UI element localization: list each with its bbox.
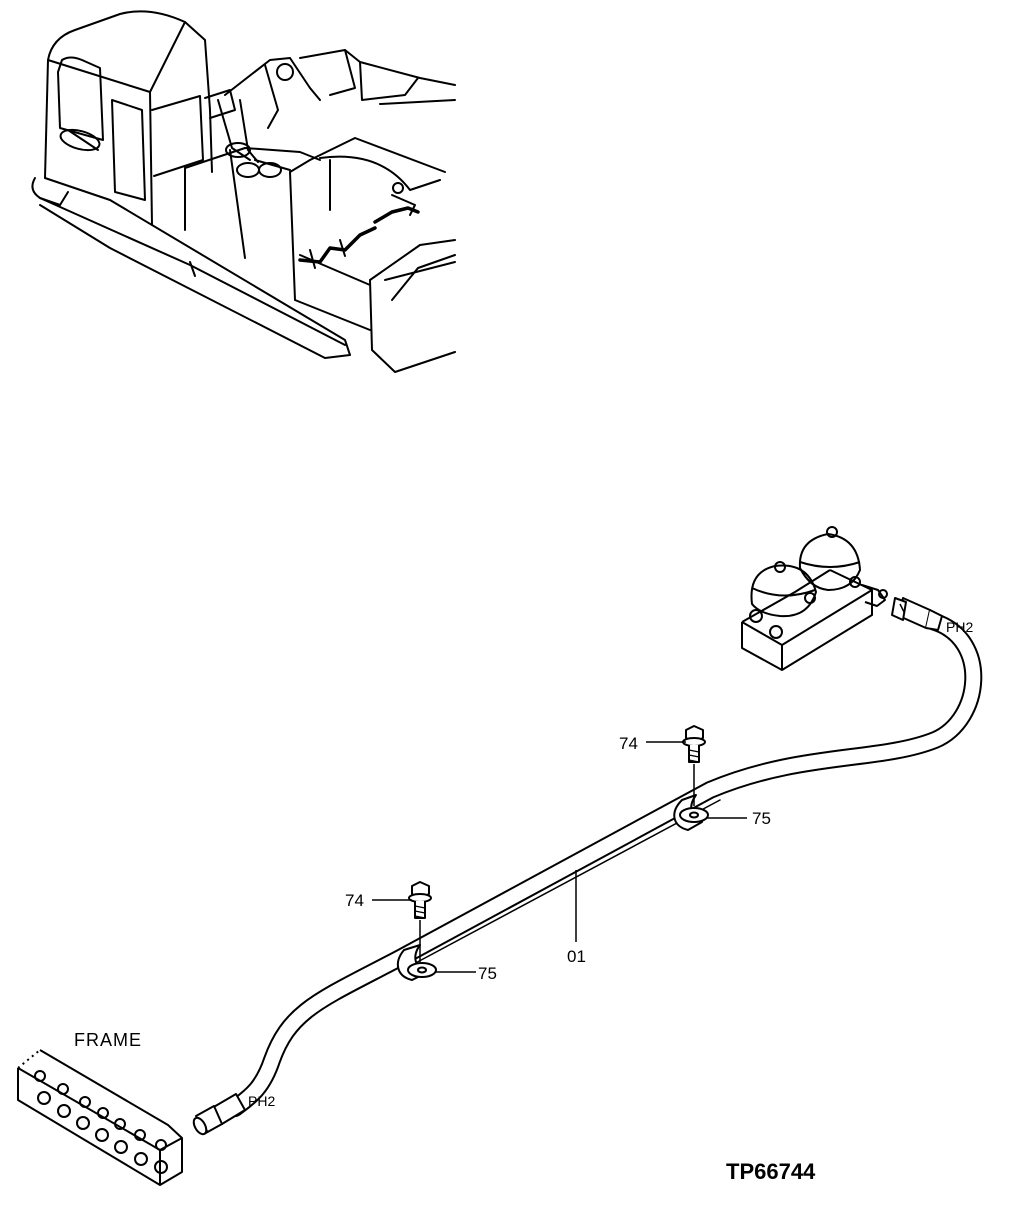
accumulator-assembly <box>741 526 888 671</box>
clamp-75-lower <box>396 944 437 981</box>
ph2-label-left: PH2 <box>248 1093 275 1109</box>
leader-lines <box>372 741 747 973</box>
callout-75-upper: 75 <box>752 809 771 828</box>
callout-74-lower: 74 <box>345 891 364 910</box>
callout-75-lower: 75 <box>478 964 497 983</box>
callout-74-upper: 74 <box>619 734 638 753</box>
hose-fitting-left <box>192 1093 246 1136</box>
frame-label: FRAME <box>74 1030 142 1050</box>
hose-fitting-right <box>891 597 943 631</box>
clamp-75-upper <box>673 794 709 831</box>
bolt-74-lower <box>408 881 432 962</box>
frame-illustration <box>17 1049 183 1186</box>
callout-01: 01 <box>567 947 586 966</box>
drawing-reference: TP66744 <box>726 1159 816 1184</box>
ph2-label-right: PH2 <box>946 619 973 635</box>
hose-01 <box>226 613 983 1117</box>
machine-overview-illustration <box>31 10 456 373</box>
